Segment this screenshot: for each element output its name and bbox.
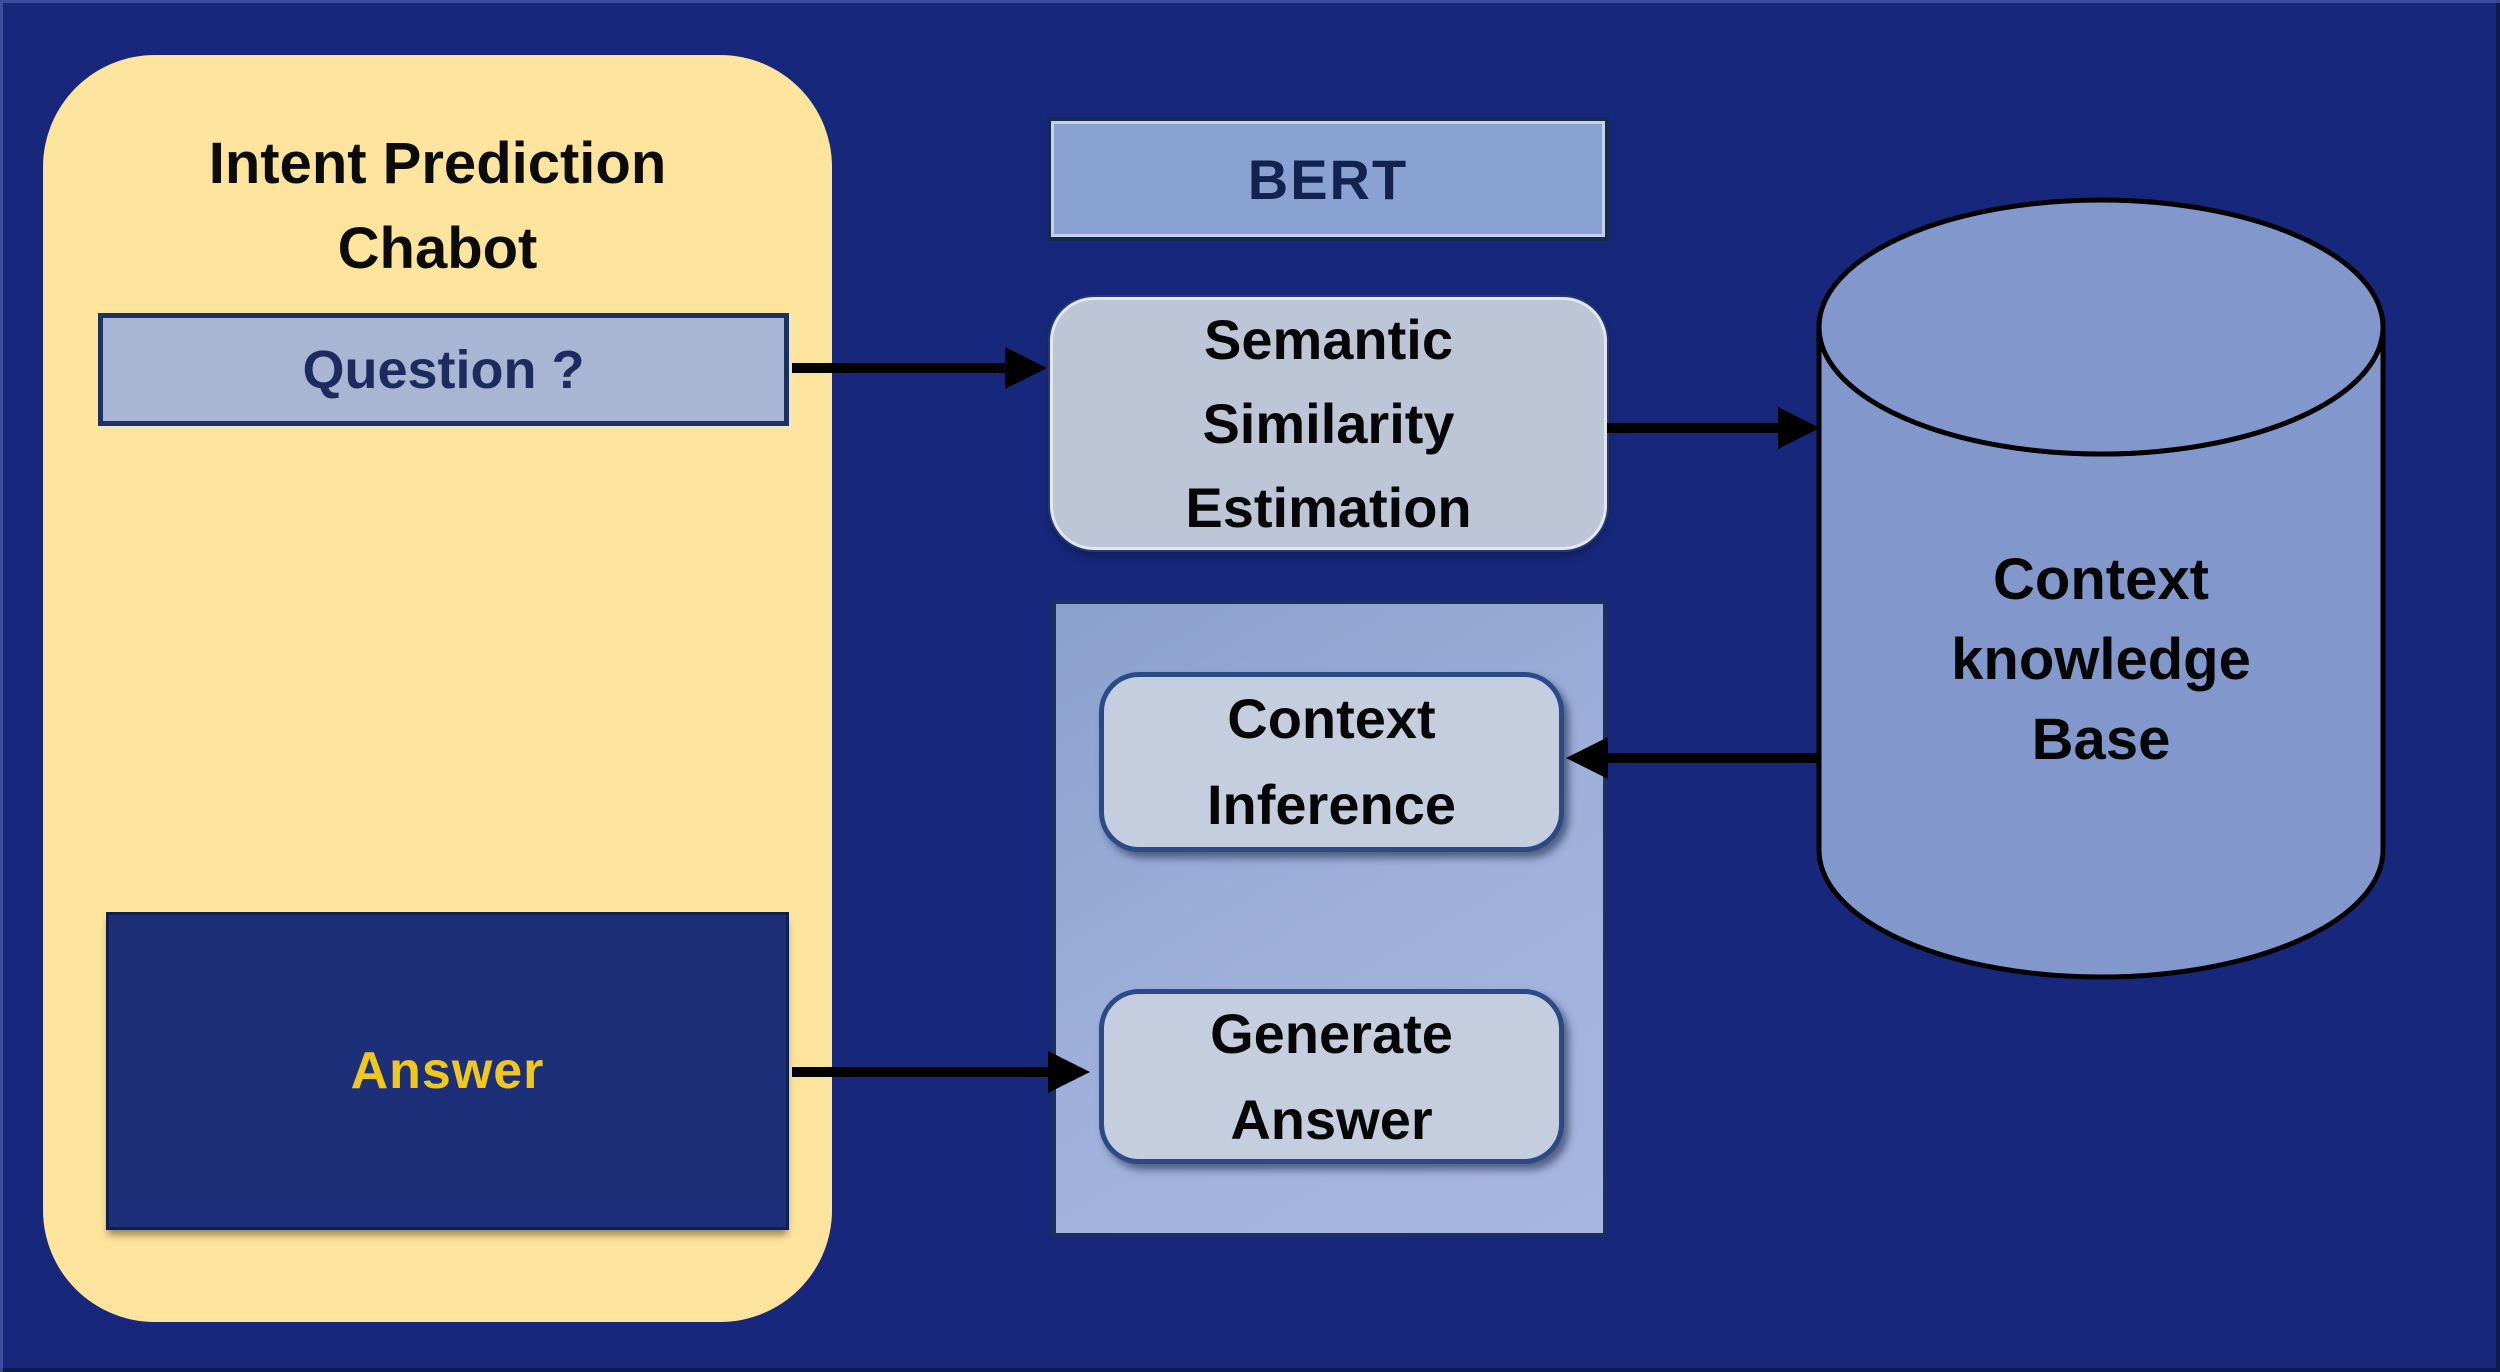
knowledge-base-cylinder: Context knowledge Base [1815, 195, 2387, 985]
answer-box: Answer [106, 912, 789, 1230]
knowledge-base-line-3: Base [2031, 707, 2171, 772]
arrow-semantic-to-knowledge-base [1607, 407, 1820, 449]
intent-prediction-chatbot-panel: Intent Prediction Chabot Question ? Answ… [43, 55, 832, 1322]
knowledge-base-line-2: knowledge [1951, 627, 2251, 692]
question-box: Question ? [98, 313, 789, 426]
panel-title-line-2: Chabot [337, 216, 538, 281]
knowledge-base-label: Context knowledge Base [1815, 540, 2387, 780]
bert-label: BERT [1247, 147, 1409, 211]
arrow-answer-to-generate-answer [792, 1051, 1090, 1093]
pipeline-container: Context Inference Generate Answer [1052, 600, 1607, 1237]
answer-label: Answer [350, 1042, 545, 1100]
panel-title-line-1: Intent Prediction [208, 131, 667, 196]
semantic-similarity-estimation-box: Semantic Similarity Estimation [1050, 297, 1607, 550]
generate-answer-box: Generate Answer [1099, 989, 1564, 1164]
bert-box: BERT [1047, 117, 1609, 241]
generate-answer-line-1: Generate [1210, 1001, 1453, 1065]
semantic-line-2: Similarity [1202, 391, 1455, 455]
generate-answer-line-2: Answer [1230, 1087, 1433, 1151]
database-cylinder-shape [1816, 197, 2386, 980]
question-label: Question ? [302, 339, 585, 400]
context-inference-line-1: Context [1227, 687, 1436, 750]
context-inference-box: Context Inference [1099, 672, 1564, 852]
knowledge-base-line-1: Context [1993, 547, 2209, 612]
semantic-line-1: Semantic [1204, 307, 1453, 371]
panel-title: Intent Prediction Chabot [43, 121, 832, 291]
context-inference-line-2: Inference [1207, 773, 1456, 836]
semantic-line-3: Estimation [1185, 475, 1472, 539]
